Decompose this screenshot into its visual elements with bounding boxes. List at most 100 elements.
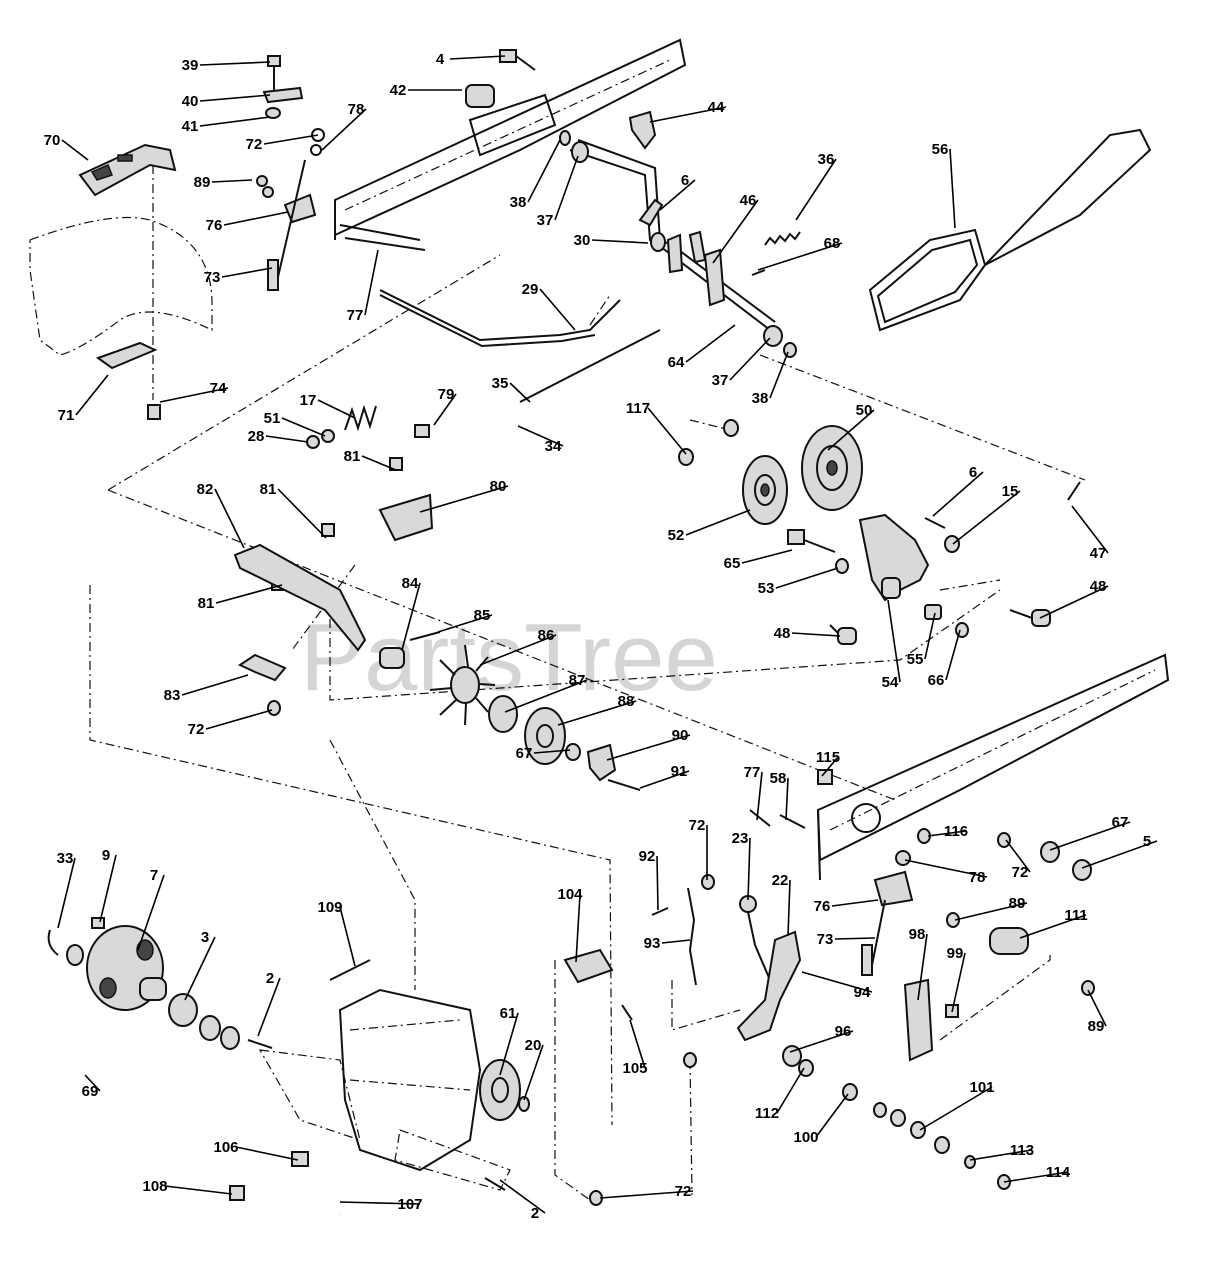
callout-c78a: 78 — [348, 101, 365, 118]
transaxle-assembly — [258, 988, 511, 1191]
leader-c98 — [917, 933, 928, 1001]
leader-c84 — [401, 582, 421, 651]
part-104-bracket — [563, 948, 614, 984]
callout-c91: 91 — [671, 763, 688, 780]
callout-c99: 99 — [947, 945, 964, 962]
leader-c100 — [815, 1093, 849, 1138]
leader-c81b — [277, 488, 327, 539]
callout-c38b: 38 — [752, 390, 769, 407]
leader-c2a — [257, 977, 281, 1037]
leader-c39 — [199, 61, 271, 66]
leader-c7 — [137, 874, 165, 951]
part-54-bushing — [881, 577, 901, 599]
leader-c78a — [321, 108, 367, 151]
callout-c100: 100 — [793, 1129, 818, 1146]
callout-c28: 28 — [248, 428, 265, 445]
leader-c89a — [211, 179, 253, 183]
callout-c30: 30 — [574, 232, 591, 249]
leader-c22 — [787, 879, 791, 937]
callout-c35: 35 — [492, 375, 509, 392]
part-101-washers — [873, 1102, 950, 1154]
leader-c67a — [533, 749, 571, 754]
leader-c20 — [523, 1044, 544, 1101]
leader-c2b — [499, 1179, 546, 1214]
part-105-bolt — [621, 1004, 633, 1021]
callout-c37a: 37 — [537, 212, 554, 229]
part-70-cover — [78, 143, 177, 197]
callout-c9: 9 — [102, 847, 110, 864]
leader-c77a — [364, 249, 379, 316]
callout-c89b: 89 — [1009, 895, 1026, 912]
callout-c61: 61 — [500, 1005, 517, 1022]
part-92-bolt — [651, 907, 669, 916]
leader-c72e — [599, 1190, 694, 1199]
leader-c77b — [756, 771, 763, 821]
leader-c46 — [712, 199, 759, 264]
part-2-key-right — [484, 1177, 506, 1191]
leader-c93 — [661, 939, 691, 944]
callout-c93: 93 — [644, 935, 661, 952]
callout-c104: 104 — [557, 886, 583, 903]
part-38-nut — [783, 342, 797, 358]
callout-c5: 5 — [1143, 833, 1151, 850]
callout-c115: 115 — [816, 749, 840, 766]
part-80-bracket — [378, 493, 434, 542]
callout-c107: 107 — [397, 1196, 422, 1213]
callout-c92: 92 — [639, 848, 656, 865]
part-55-spacer — [924, 604, 942, 620]
callout-c101: 101 — [969, 1079, 994, 1096]
leader-c64 — [685, 324, 736, 363]
callout-c64: 64 — [668, 354, 685, 371]
part-85-pin — [409, 631, 441, 641]
callout-c114: 114 — [1046, 1164, 1071, 1181]
part-68-pin — [751, 269, 766, 276]
leader-c105 — [629, 1019, 646, 1069]
leader-c38b — [769, 351, 789, 399]
callout-c36: 36 — [818, 151, 835, 168]
part-3-washer — [168, 993, 198, 1027]
callout-c29: 29 — [522, 281, 539, 298]
leader-c51 — [281, 417, 326, 437]
leader-c79 — [433, 393, 457, 426]
part-113-nut — [964, 1155, 976, 1169]
part-91-bolt — [607, 779, 641, 791]
part-65-shank — [803, 539, 836, 553]
leader-c115 — [821, 756, 839, 777]
part-89-nut-lower — [946, 912, 960, 928]
callout-c44: 44 — [708, 99, 725, 116]
leader-c58 — [785, 777, 789, 821]
callout-c38a: 38 — [510, 194, 527, 211]
leader-c116 — [927, 830, 967, 837]
part-50-pulley — [801, 425, 863, 511]
callout-c15: 15 — [1002, 483, 1019, 500]
part-64-pedal-shaft — [559, 130, 776, 331]
part-22-lever — [736, 930, 802, 1042]
part-74-bolt — [147, 404, 161, 420]
leader-c34 — [517, 425, 564, 447]
leader-c91 — [639, 770, 690, 789]
part-83-bracket — [237, 653, 287, 682]
part-6-spring-clip — [924, 517, 946, 529]
callout-c79: 79 — [438, 386, 455, 403]
part-53-washer — [835, 558, 849, 574]
leader-c48b — [791, 632, 841, 637]
callout-c90: 90 — [672, 727, 689, 744]
leader-c74 — [159, 387, 229, 403]
part-65-bolt — [787, 529, 805, 545]
leader-c72b — [205, 709, 273, 730]
part-61-pulley — [479, 1059, 521, 1121]
callout-c106: 106 — [213, 1139, 238, 1156]
leader-c76a — [223, 211, 289, 226]
callout-c81b: 81 — [260, 481, 277, 498]
leader-c37b — [729, 337, 771, 381]
leader-c83 — [181, 674, 249, 696]
callout-c52: 52 — [668, 527, 685, 544]
part-58-bolt — [779, 814, 806, 829]
callout-c58: 58 — [770, 770, 787, 787]
part-35-rod — [519, 329, 661, 403]
leader-c65 — [741, 549, 793, 564]
leader-c33 — [57, 857, 76, 929]
callout-c82: 82 — [197, 481, 214, 498]
part-39-40-41-hardware — [262, 55, 304, 119]
